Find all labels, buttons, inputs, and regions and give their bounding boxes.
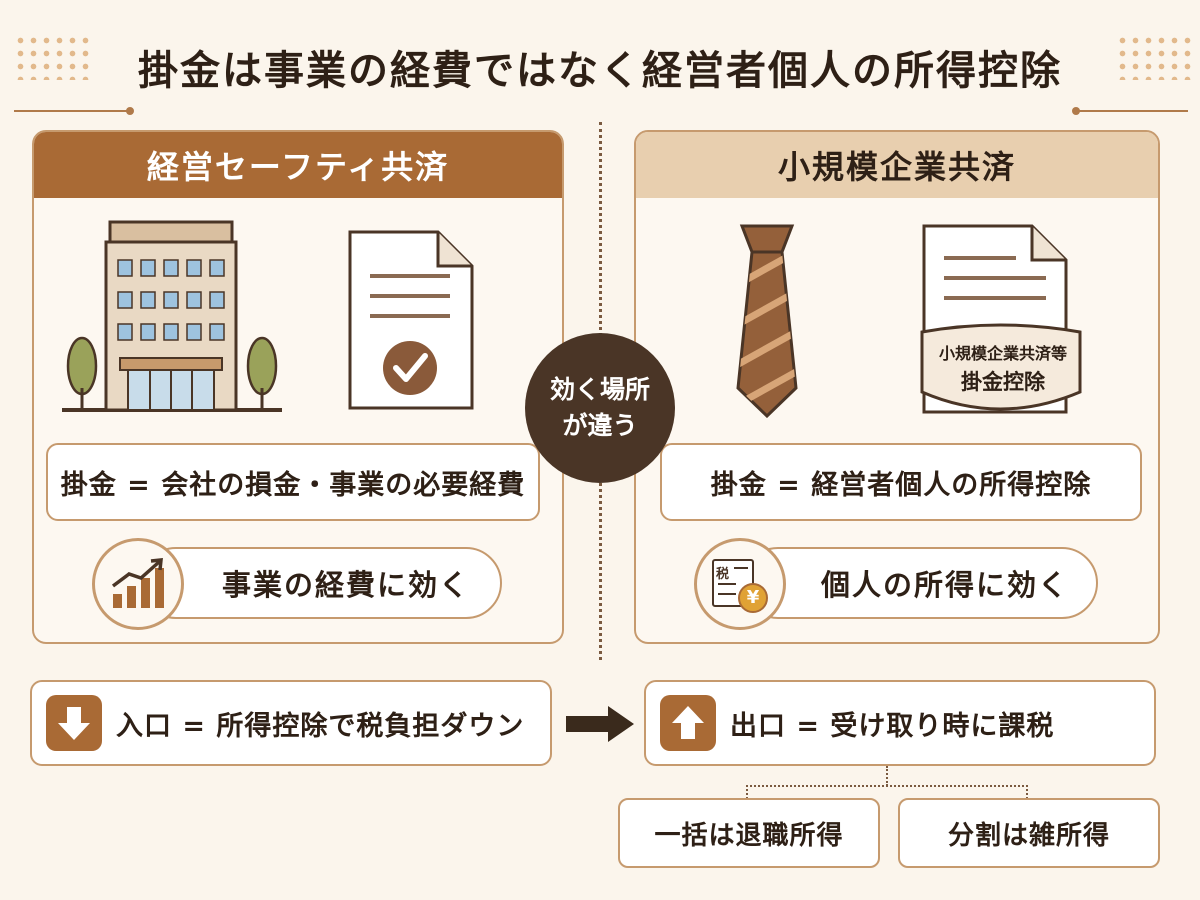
- exit-box: 出口 = 受け取り時に課税: [644, 680, 1156, 766]
- growth-chart-icon: [111, 558, 164, 608]
- tax-label: 税: [716, 567, 730, 582]
- connector-stem: [886, 766, 888, 786]
- decor-dots-right: [1116, 34, 1192, 80]
- document-check-icon: [348, 230, 474, 410]
- arrow-down-icon: [58, 707, 90, 740]
- center-badge-line1: 効く場所: [549, 375, 650, 404]
- panel-heading: 経営セーフティ共済: [34, 132, 562, 198]
- center-badge: 効く場所 が違う: [525, 333, 675, 483]
- entry-text: 入口 = 所得控除で税負担ダウン: [116, 710, 525, 742]
- arrow-up-icon: [672, 706, 704, 739]
- left-definition-box: 掛金 = 会社の損金・事業の必要経費: [46, 443, 540, 521]
- decor-dots-left: [14, 34, 90, 80]
- arrow-down-badge: [46, 695, 102, 751]
- arrow-up-badge: [660, 695, 716, 751]
- installment-text: 分割は雑所得: [947, 820, 1110, 851]
- page-title: 掛金は事業の経費ではなく経営者個人の所得控除: [138, 48, 1062, 94]
- decor-rule-dot-right: [1072, 107, 1080, 115]
- document-shield-icon: [920, 224, 1082, 414]
- connector-bar: [746, 785, 1028, 787]
- panel-heading: 小規模企業共済: [636, 132, 1158, 198]
- right-effect-text: 個人の所得に効く: [820, 568, 1069, 602]
- right-definition-text: 掛金 = 経営者個人の所得控除: [710, 469, 1092, 501]
- installment-box: 分割は雑所得: [898, 798, 1160, 868]
- lump-sum-text: 一括は退職所得: [654, 820, 844, 851]
- left-definition-text: 掛金 = 会社の損金・事業の必要経費: [60, 469, 526, 501]
- entry-box: 入口 = 所得控除で税負担ダウン: [30, 680, 552, 766]
- connector-left-drop: [746, 785, 748, 799]
- center-badge-line2: が違う: [562, 411, 638, 440]
- decor-rule-left: [14, 110, 130, 112]
- decor-rule-right: [1076, 110, 1188, 112]
- shield-label-line1: 小規模企業共済等: [938, 344, 1067, 363]
- shield-label-line2: 掛金控除: [961, 370, 1045, 394]
- right-definition-box: 掛金 = 経営者個人の所得控除: [660, 443, 1142, 521]
- decor-rule-dot-left: [126, 107, 134, 115]
- arrow-right-icon: [566, 706, 634, 742]
- growth-chart-badge: [92, 538, 184, 630]
- necktie-icon: [736, 224, 798, 418]
- connector-right-drop: [1026, 785, 1028, 799]
- right-effect-pill: 個人の所得に効く: [742, 547, 1098, 619]
- left-effect-pill: 事業の経費に効く: [140, 547, 502, 619]
- exit-text: 出口 = 受け取り時に課税: [730, 710, 1055, 742]
- office-building-icon: [62, 220, 282, 412]
- tax-yen-icon: 税 ¥: [710, 557, 770, 613]
- tax-yen-badge: 税 ¥: [694, 538, 786, 630]
- lump-sum-box: 一括は退職所得: [618, 798, 880, 868]
- left-effect-text: 事業の経費に効く: [221, 568, 470, 602]
